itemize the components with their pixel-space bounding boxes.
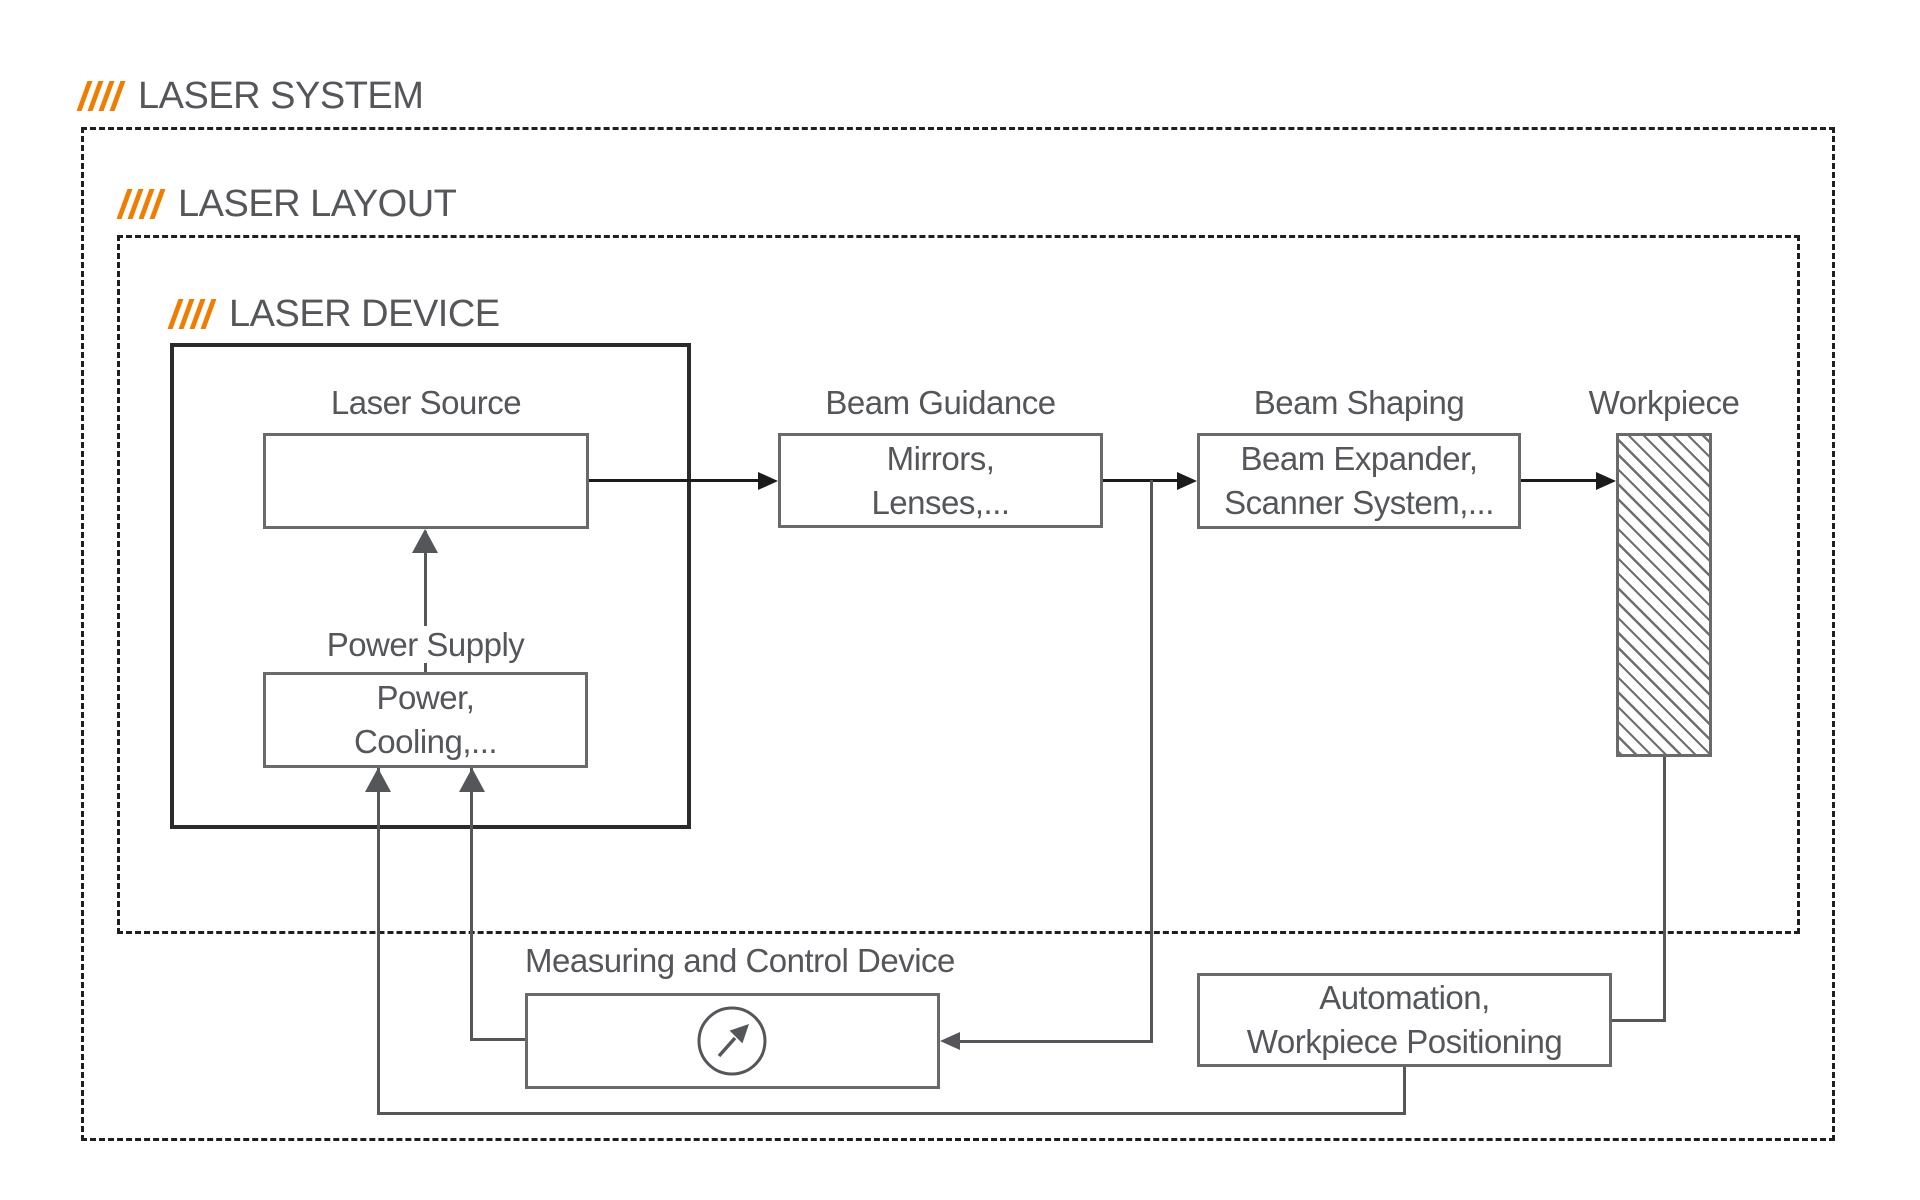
arrowhead-up-icon bbox=[412, 529, 438, 553]
beam-shaping-line1: Beam Expander, bbox=[1240, 440, 1479, 477]
laser-source-title: Laser Source bbox=[330, 384, 522, 421]
line-branch-to-measuring bbox=[960, 1040, 1153, 1043]
automation-box: Automation, Workpiece Positioning bbox=[1197, 973, 1612, 1067]
line-workpiece-to-automation bbox=[1612, 1019, 1666, 1022]
automation-line1: Automation, bbox=[1319, 979, 1490, 1016]
line-feedback-bottom bbox=[377, 1112, 1406, 1115]
automation-line2: Workpiece Positioning bbox=[1246, 1023, 1563, 1060]
arrowhead-right-icon bbox=[1596, 472, 1616, 490]
line-workpiece-down bbox=[1663, 757, 1666, 1022]
power-supply-line1: Power, bbox=[376, 679, 475, 716]
laser-source-box bbox=[263, 433, 589, 529]
beam-shaping-title: Beam Shaping bbox=[1253, 384, 1465, 421]
laser-layout-frame bbox=[117, 235, 1800, 934]
laser-device-frame bbox=[170, 343, 691, 829]
arrowhead-up-icon bbox=[459, 768, 485, 792]
beam-line-shaping-to-workpiece bbox=[1521, 479, 1596, 482]
beam-guidance-title: Beam Guidance bbox=[825, 384, 1056, 421]
laser-system-label: LASER SYSTEM bbox=[76, 75, 424, 117]
orange-slashes-icon bbox=[76, 81, 126, 111]
laser-system-title: LASER SYSTEM bbox=[138, 75, 424, 117]
line-automation-down bbox=[1403, 1067, 1406, 1115]
line-feedback-up-to-power bbox=[377, 768, 380, 1115]
arrowhead-left-icon bbox=[940, 1032, 960, 1050]
power-supply-box: Power, Cooling,... bbox=[263, 672, 588, 768]
workpiece-hatched-box bbox=[1616, 433, 1712, 757]
laser-system-frame bbox=[81, 127, 1835, 1141]
power-supply-title: Power Supply bbox=[263, 626, 588, 663]
line-beam-branch-down bbox=[1150, 480, 1153, 1042]
beam-line-guidance-to-shaping bbox=[1103, 479, 1177, 482]
line-measuring-up-to-power bbox=[470, 768, 473, 1041]
orange-slashes-icon bbox=[116, 189, 166, 219]
beam-shaping-line2: Scanner System,... bbox=[1224, 484, 1494, 521]
measuring-device-title: Measuring and Control Device bbox=[525, 942, 955, 979]
orange-slashes-icon bbox=[167, 299, 217, 329]
arrowhead-up-icon bbox=[365, 768, 391, 792]
laser-device-title: LASER DEVICE bbox=[229, 293, 500, 335]
line-measuring-left-connector bbox=[470, 1038, 525, 1041]
beam-shaping-box: Beam Expander, Scanner System,... bbox=[1197, 433, 1521, 529]
arrowhead-right-icon bbox=[758, 472, 778, 490]
arrowhead-right-icon bbox=[1177, 472, 1197, 490]
beam-guidance-box: Mirrors, Lenses,... bbox=[778, 433, 1103, 528]
beam-guidance-line1: Mirrors, bbox=[886, 439, 995, 477]
power-supply-line2: Cooling,... bbox=[353, 723, 498, 760]
gauge-icon bbox=[697, 1006, 767, 1076]
beam-line-source-to-guidance bbox=[589, 479, 758, 482]
laser-device-label: LASER DEVICE bbox=[167, 293, 500, 335]
laser-layout-title: LASER LAYOUT bbox=[178, 183, 457, 225]
workpiece-title: Workpiece bbox=[1588, 384, 1740, 421]
laser-layout-label: LASER LAYOUT bbox=[116, 183, 457, 225]
line-power-to-source bbox=[424, 531, 427, 672]
beam-guidance-line2: Lenses,... bbox=[871, 483, 1010, 521]
